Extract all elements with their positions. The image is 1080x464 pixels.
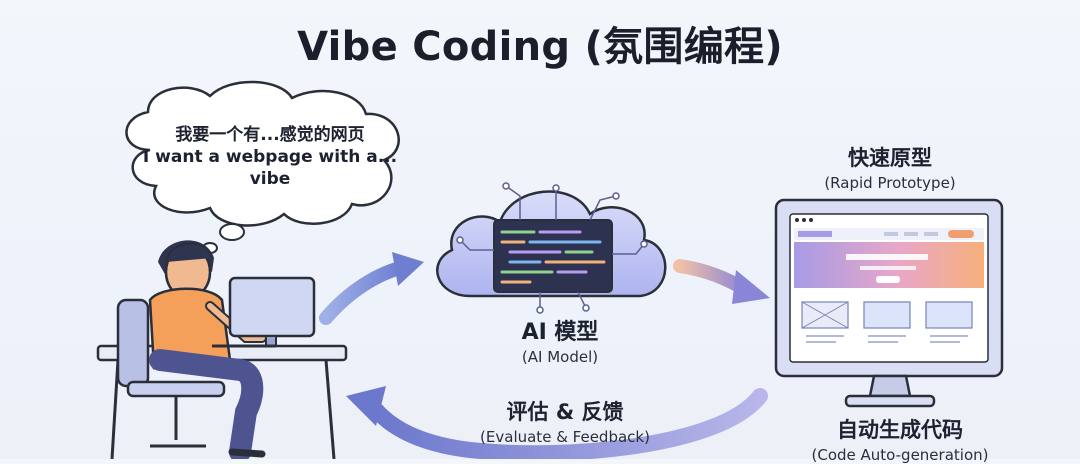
speech-line-zh: 我要一个有...感觉的网页 bbox=[175, 125, 365, 145]
prototype-monitor bbox=[774, 198, 1004, 408]
person-at-computer bbox=[148, 240, 267, 459]
codegen-label: 自动生成代码 bbox=[837, 418, 963, 442]
speech-line-vibe: vibe bbox=[249, 169, 291, 189]
feedback-arrow bbox=[346, 386, 768, 459]
ai-model-sub: (AI Model) bbox=[521, 348, 599, 366]
ai-model-caption: AI 模型 (AI Model) bbox=[470, 314, 650, 366]
feedback-sub: (Evaluate & Feedback) bbox=[480, 428, 650, 446]
prototype-caption: 快速原型 (Rapid Prototype) bbox=[790, 142, 990, 192]
desk-monitor bbox=[212, 276, 316, 348]
codegen-sub: (Code Auto-generation) bbox=[811, 446, 989, 464]
ai-cloud bbox=[436, 182, 667, 314]
feedback-caption: 评估 & 反馈 (Evaluate & Feedback) bbox=[440, 396, 690, 446]
codegen-caption: 自动生成代码 (Code Auto-generation) bbox=[782, 414, 1018, 464]
speech-line-en: I want a webpage with a... bbox=[142, 147, 398, 167]
prototype-sub: (Rapid Prototype) bbox=[824, 174, 956, 192]
arrow-to-prototype bbox=[673, 259, 770, 304]
thought-bubble bbox=[125, 80, 400, 254]
feedback-label: 评估 & 反馈 bbox=[506, 400, 624, 424]
arrow-to-ai bbox=[319, 252, 424, 325]
page-title: Vibe Coding (氛围编程) bbox=[297, 24, 783, 70]
speech-bubble-text: 我要一个有...感觉的网页 I want a webpage with a...… bbox=[140, 124, 400, 190]
chair bbox=[116, 298, 226, 448]
prototype-label: 快速原型 bbox=[848, 146, 932, 170]
ai-model-label: AI 模型 bbox=[521, 320, 599, 345]
